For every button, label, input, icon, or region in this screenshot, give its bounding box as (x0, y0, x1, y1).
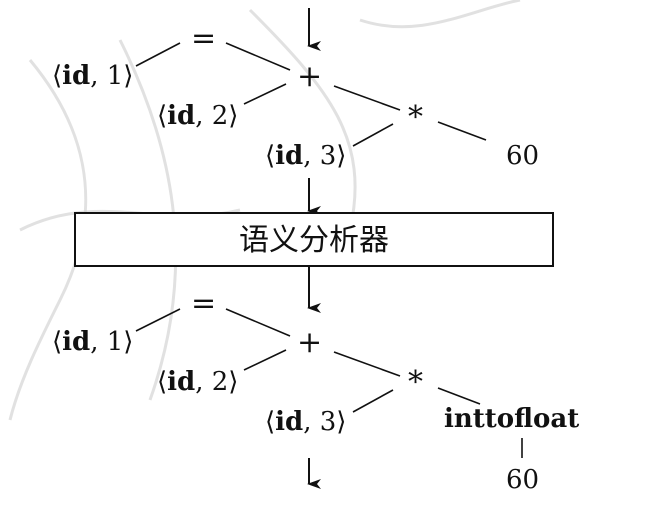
id-leaf-3-before: ⟨id, 3⟩ (265, 141, 346, 171)
times-node-before: * (408, 100, 423, 135)
svg-text:⟨id, 2⟩: ⟨id, 2⟩ (157, 101, 238, 131)
const-60-after: 60 (506, 465, 539, 495)
tree-before: = + * ⟨id, 1⟩ ⟨id, 2⟩ ⟨id, 3⟩ 60 (52, 21, 539, 171)
svg-text:⟨id, 2⟩: ⟨id, 2⟩ (157, 367, 238, 397)
leaf-2-num: 2 (212, 367, 229, 397)
leaf-3-name: id (275, 141, 303, 171)
leaf-2-name: id (167, 101, 195, 131)
plus-node-after: + (297, 325, 322, 360)
plus-node-before: + (297, 59, 322, 94)
tree-after: = + * ⟨id, 1⟩ ⟨id, 2⟩ ⟨id, 3⟩ inttofloat… (52, 286, 579, 495)
svg-text:⟨id, 1⟩: ⟨id, 1⟩ (52, 61, 133, 91)
edge-plus-times (333, 351, 401, 377)
edge-plus-id2 (243, 349, 287, 371)
leaf-1-name: id (62, 327, 90, 357)
semantic-analyzer-box (74, 212, 554, 267)
leaf-3-num: 3 (320, 141, 337, 171)
edge-times-id3 (352, 123, 394, 147)
id-leaf-1-after: ⟨id, 1⟩ (52, 327, 133, 357)
leaf-1-num: 1 (107, 61, 124, 91)
leaf-1-name: id (62, 61, 90, 91)
svg-text:⟨id, 3⟩: ⟨id, 3⟩ (265, 141, 346, 171)
assign-node-before: = (191, 21, 216, 56)
leaf-3-name: id (275, 407, 303, 437)
id-leaf-1-before: ⟨id, 1⟩ (52, 61, 133, 91)
edge-times-60 (437, 121, 487, 141)
inttofloat-node: inttofloat (444, 404, 579, 434)
leaf-3-num: 3 (320, 407, 337, 437)
edge-assign-id1 (135, 308, 181, 332)
svg-text:⟨id, 3⟩: ⟨id, 3⟩ (265, 407, 346, 437)
edge-times-id3 (352, 389, 394, 413)
edge-times-inttofloat (437, 387, 481, 405)
id-leaf-2-before: ⟨id, 2⟩ (157, 101, 238, 131)
assign-node-after: = (191, 286, 216, 321)
times-node-after: * (408, 365, 423, 400)
edge-plus-id2 (243, 83, 287, 105)
leaf-2-num: 2 (212, 101, 229, 131)
id-leaf-3-after: ⟨id, 3⟩ (265, 407, 346, 437)
const-60-before: 60 (506, 141, 539, 171)
edge-assign-plus (225, 308, 291, 337)
leaf-1-num: 1 (107, 327, 124, 357)
edge-assign-plus (225, 42, 291, 71)
semantic-analyzer-label: 语义分析器 (239, 223, 389, 258)
edge-plus-times (333, 85, 401, 111)
id-leaf-2-after: ⟨id, 2⟩ (157, 367, 238, 397)
leaf-2-name: id (167, 367, 195, 397)
svg-text:⟨id, 1⟩: ⟨id, 1⟩ (52, 327, 133, 357)
edge-assign-id1 (135, 42, 181, 67)
